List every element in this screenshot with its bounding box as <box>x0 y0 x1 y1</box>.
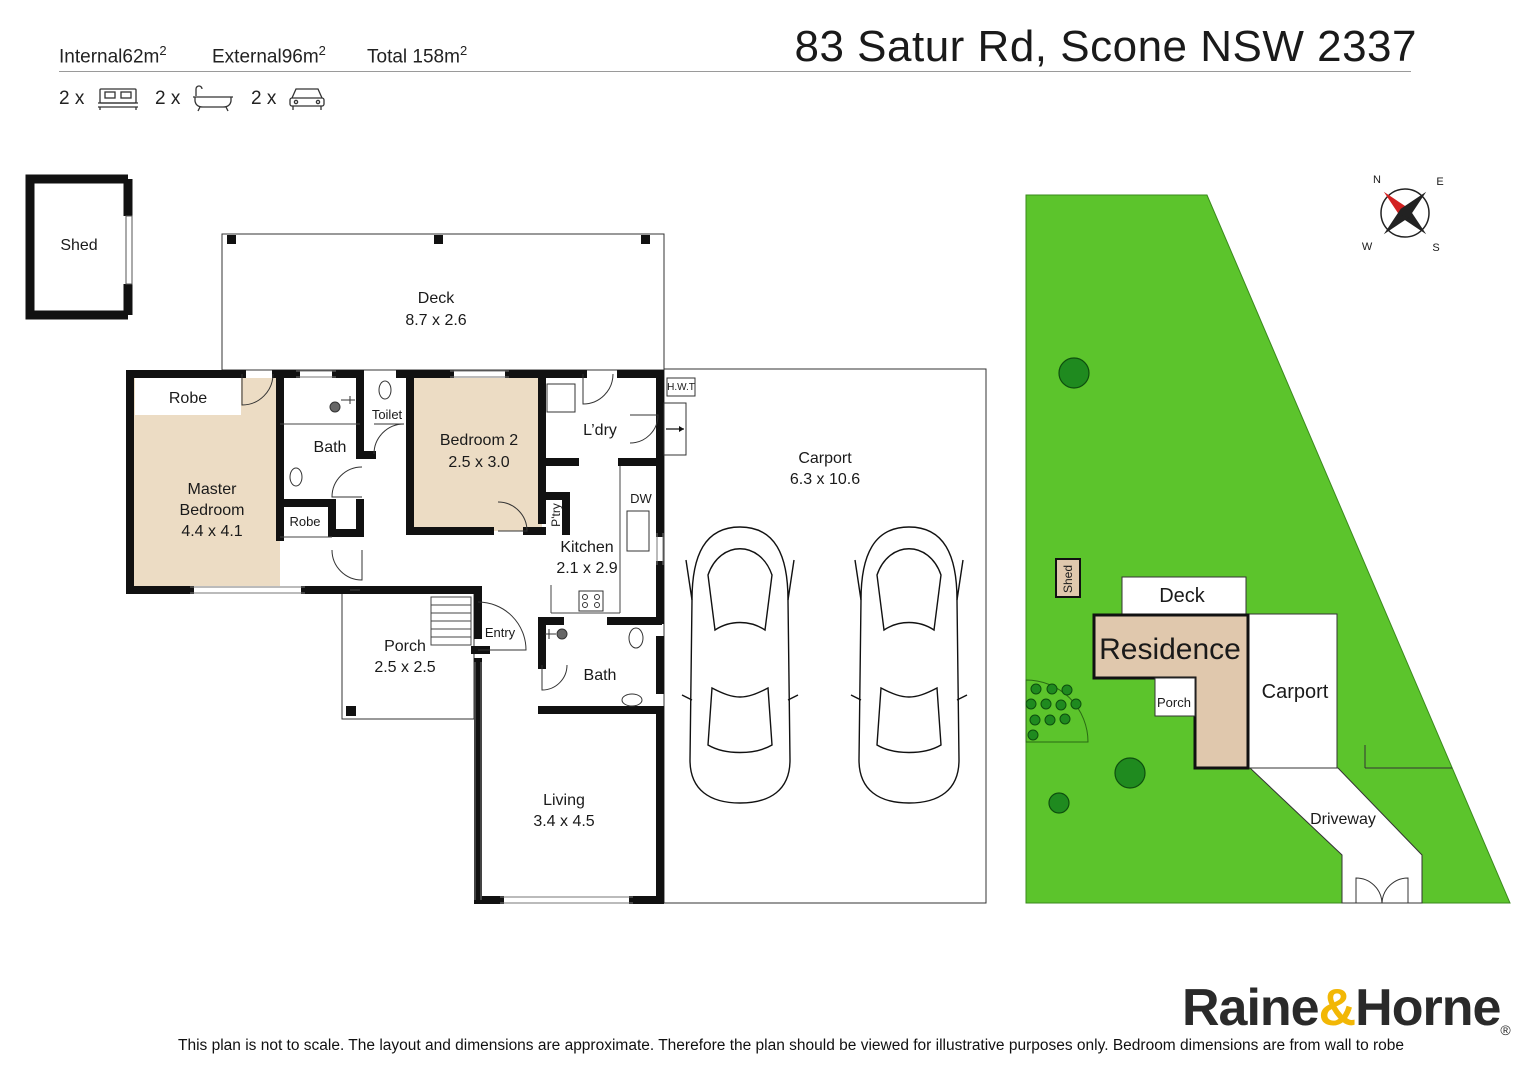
master-bedroom-dimensions: 4.4 x 4.1 <box>181 523 242 540</box>
total-area-label: Total <box>367 46 408 68</box>
site-residence-label: Residence <box>1099 633 1241 666</box>
robe-2-label: Robe <box>289 514 320 529</box>
bedroom-2-dimensions: 2.5 x 3.0 <box>448 454 509 471</box>
hot-water-tank <box>663 377 696 456</box>
car-icon <box>289 88 325 110</box>
toilet-label: Toilet <box>372 407 403 422</box>
compass-rose: N E S W <box>1362 174 1444 254</box>
registered-mark: ® <box>1500 1022 1510 1038</box>
robe-label: Robe <box>169 390 207 407</box>
deck-dimensions: 8.7 x 2.6 <box>405 312 466 329</box>
shed <box>25 174 133 320</box>
site-driveway-label: Driveway <box>1310 811 1376 828</box>
master-bedroom-label: Master <box>188 481 238 498</box>
residence <box>1092 613 1250 770</box>
compass-w: W <box>1362 241 1373 253</box>
car-space-count: 2 x <box>251 88 277 109</box>
bath-1-label: Bath <box>314 439 347 456</box>
entry-label: Entry <box>485 625 516 640</box>
fixtures <box>289 380 650 707</box>
trees <box>1048 357 1146 814</box>
total-area-value: 158m <box>412 46 460 68</box>
brand-logo-ampersand: & <box>1318 979 1357 1037</box>
robe-area <box>135 378 241 415</box>
site-shed-label: Shed <box>1061 565 1075 593</box>
porch-dimensions: 2.5 x 2.5 <box>374 659 435 676</box>
bedroom-2-label: Bedroom 2 <box>440 432 518 449</box>
unit-exponent: 2 <box>459 43 468 58</box>
external-area: External96m2 <box>212 43 326 68</box>
door-swings <box>241 373 659 691</box>
unit-exponent: 2 <box>318 43 326 58</box>
disclaimer: This plan is not to scale. The layout an… <box>178 1037 1405 1054</box>
dishwasher-label: DW <box>630 491 652 506</box>
property-address: 83 Satur Rd, Scone NSW 2337 <box>794 22 1417 71</box>
master-bedroom-label-2: Bedroom <box>180 502 245 519</box>
partitions <box>280 423 621 614</box>
pantry-label: P'try <box>549 503 563 527</box>
site-porch-label: Porch <box>1157 695 1191 710</box>
internal-area-label: Internal <box>59 46 123 68</box>
bed-icon <box>98 88 138 110</box>
hwt-label: H.W.T <box>667 382 695 393</box>
carport-dimensions: 6.3 x 10.6 <box>790 471 860 488</box>
compass-s: S <box>1432 242 1439 254</box>
site-deck <box>1121 576 1247 616</box>
internal-area: Internal62m2 <box>59 43 167 68</box>
bedroom-2-area <box>412 378 542 531</box>
living-label: Living <box>543 792 585 809</box>
driveway-gate <box>1355 877 1409 904</box>
windows <box>190 370 664 904</box>
shrubs <box>1025 683 1082 741</box>
lawn <box>1025 194 1511 904</box>
site-carport <box>1248 613 1338 769</box>
internal-area-value: 62m <box>122 46 160 68</box>
bath-2-label: Bath <box>584 667 617 684</box>
laundry-label: L’dry <box>583 422 617 439</box>
brand-logo-text-a: Raine <box>1182 979 1320 1037</box>
deck-label: Deck <box>418 290 455 307</box>
shed-label: Shed <box>60 237 97 254</box>
car-left <box>681 526 799 804</box>
bath-icon <box>193 85 233 112</box>
walls <box>126 370 664 904</box>
compass-e: E <box>1436 176 1443 188</box>
driveway <box>1248 767 1423 904</box>
site-shed <box>1055 558 1081 598</box>
site-carport-label: Carport <box>1262 681 1329 703</box>
bedroom-count: 2 x <box>59 88 85 109</box>
brand-logo: Raine&Horne® <box>1182 978 1511 1038</box>
external-area-label: External <box>212 46 282 68</box>
car-right <box>850 526 968 804</box>
carport-label: Carport <box>798 450 852 467</box>
bathroom-count: 2 x <box>155 88 181 109</box>
kitchen-dimensions: 2.1 x 2.9 <box>556 560 617 577</box>
total-area: Total 158m2 <box>367 43 467 68</box>
brand-logo-text-b: Horne <box>1355 979 1501 1037</box>
site-deck-label: Deck <box>1159 585 1206 607</box>
kitchen-label: Kitchen <box>560 539 613 556</box>
porch-label: Porch <box>384 638 426 655</box>
unit-exponent: 2 <box>159 43 167 58</box>
header-divider <box>59 71 1411 72</box>
external-area-value: 96m <box>281 46 319 68</box>
compass-n: N <box>1373 174 1381 186</box>
living-dimensions: 3.4 x 4.5 <box>533 813 594 830</box>
